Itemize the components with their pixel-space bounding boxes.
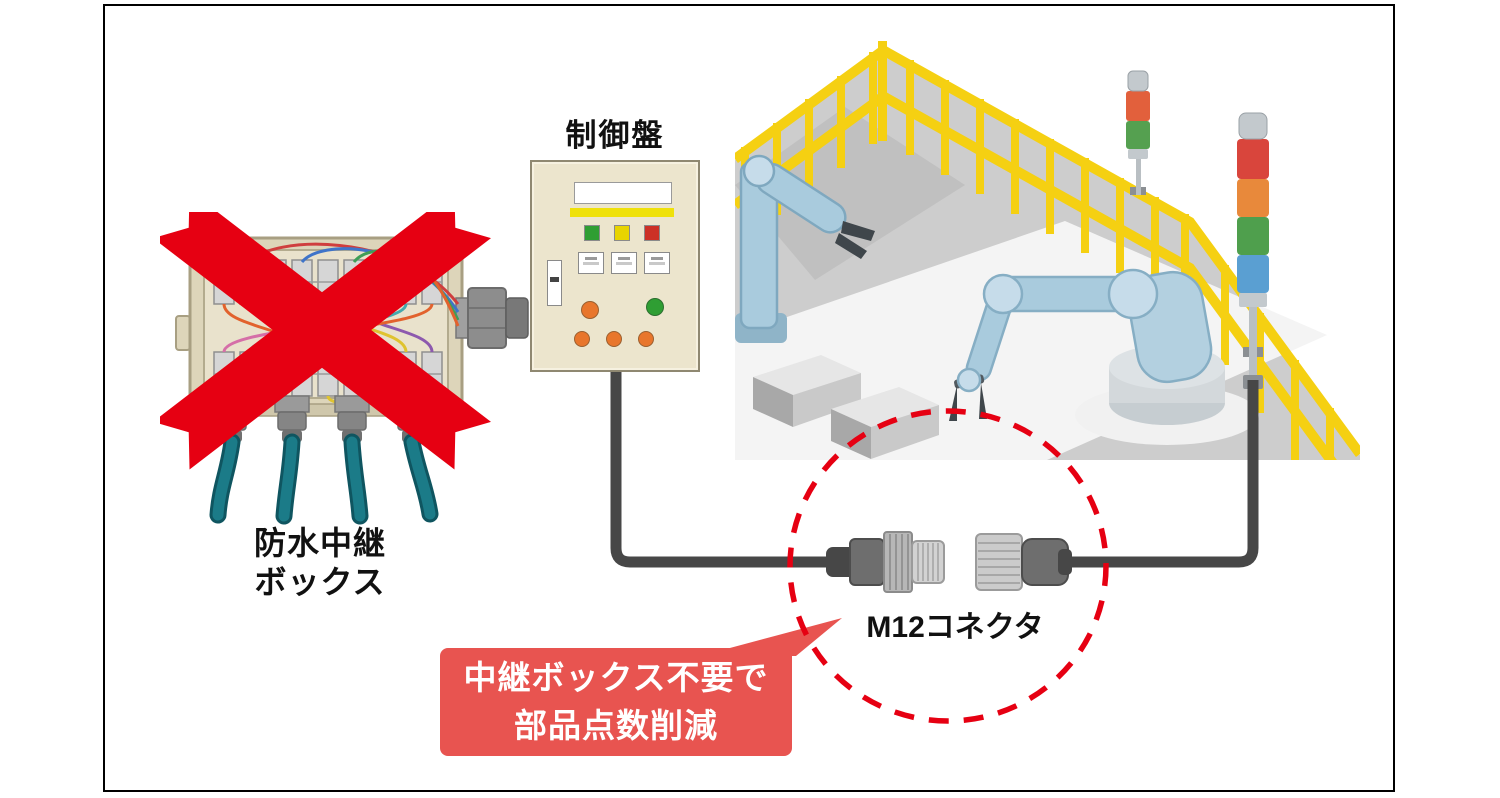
cable-gland-right — [455, 287, 529, 349]
panel-yellow-strip — [570, 208, 674, 217]
panel-meter-2 — [611, 252, 637, 274]
signal-tower-small — [1126, 70, 1150, 195]
panel-round-button-orange-1 — [581, 301, 599, 319]
panel-button-yellow — [614, 225, 630, 241]
control-panel-label: 制御盤 — [565, 118, 665, 153]
m12-connector-label: M12コネクタ — [866, 611, 1044, 644]
control-panel — [530, 160, 700, 372]
factory-scene — [735, 41, 1360, 460]
panel-button-red — [644, 225, 660, 241]
callout-line1: 中継ボックス不要で — [463, 659, 769, 697]
junction-box-label: 防水中継 ボックス — [165, 524, 475, 602]
panel-round-button-orange-2 — [574, 331, 590, 347]
panel-round-button-orange-4 — [638, 331, 654, 347]
callout-line2: 部品点数削減 — [514, 707, 718, 744]
panel-meter-1 — [578, 252, 604, 274]
red-x-mark — [160, 212, 491, 470]
panel-display — [574, 182, 672, 204]
robot-arm-left — [735, 154, 875, 343]
panel-round-button-green — [646, 298, 664, 316]
junction-box-label-line2: ボックス — [254, 564, 386, 601]
panel-button-green — [584, 225, 600, 241]
callout-box: 中継ボックス不要で 部品点数削減 — [440, 648, 792, 756]
junction-box-label-line1: 防水中継 — [253, 525, 386, 561]
panel-meter-3 — [644, 252, 670, 274]
panel-round-button-orange-3 — [606, 331, 622, 347]
panel-slider — [547, 260, 562, 306]
junction-box-group — [160, 212, 529, 525]
